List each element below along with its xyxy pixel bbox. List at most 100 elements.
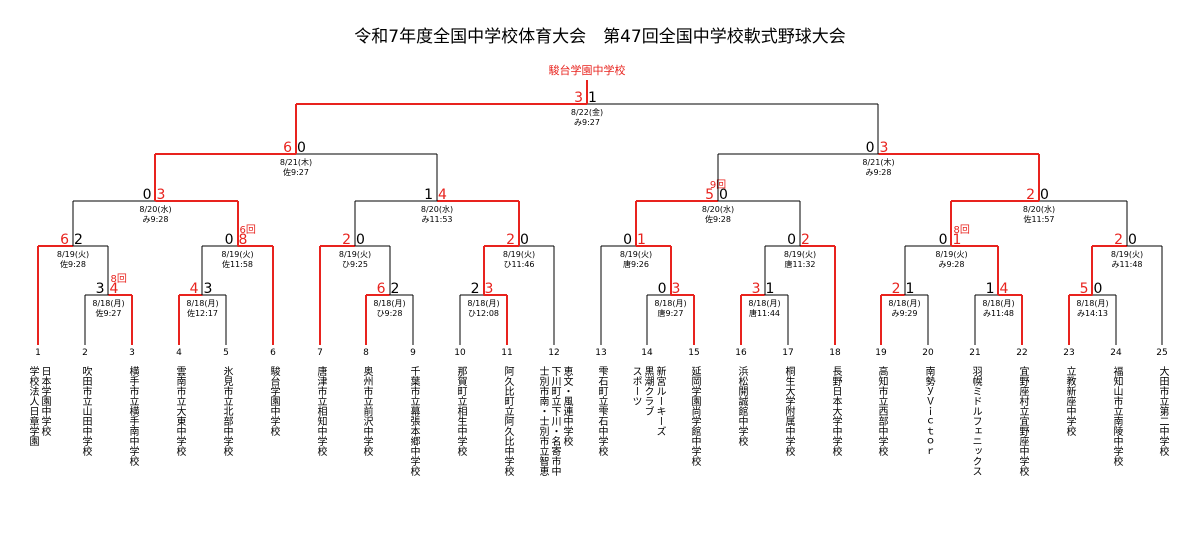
score-right: 8 (239, 232, 248, 248)
team-number: 25 (1156, 348, 1167, 358)
match-venue-time: 唐11:44 (749, 308, 780, 318)
score-right: 3 (485, 281, 494, 297)
score-right: 3 (204, 281, 213, 297)
match-date: 8/19(火) (221, 250, 253, 259)
team-number: 15 (688, 348, 699, 358)
match-date: 8/21(木) (280, 157, 312, 167)
match-venue-time: み11:48 (983, 309, 1014, 318)
match-venue-time: み9:27 (574, 118, 600, 127)
match-venue-time: ひ11:46 (503, 260, 534, 269)
match-venue-time: 佐9:27 (283, 167, 309, 177)
score-left: 0 (866, 140, 875, 156)
match-date: 8/18(月) (1076, 299, 1108, 308)
match-venue-time: 唐11:32 (784, 259, 815, 269)
score-left: 5 (705, 187, 714, 203)
score-left: 3 (752, 281, 761, 297)
team-number: 24 (1110, 348, 1122, 358)
score-left: 6 (377, 281, 386, 297)
score-right: 1 (953, 232, 962, 248)
extra-innings-note: 8回 (954, 224, 970, 236)
team-number: 7 (317, 348, 323, 358)
match-venue-time: 佐12:17 (187, 308, 218, 318)
team-name: 唐津市立相知中学校 (315, 366, 326, 456)
match-venue-time: 佐9:27 (96, 308, 122, 318)
team-name: 吹田市立山田中学校 (80, 366, 91, 456)
score-left: 0 (225, 232, 234, 248)
team-number: 16 (735, 348, 747, 358)
tournament-title: 令和7年度全国中学校体育大会 第47回全国中学校軟式野球大会 (354, 27, 846, 47)
match-date: 8/20(水) (702, 204, 734, 214)
team-name: 千葉市立幕張本郷中学校 (408, 366, 419, 476)
team-number: 12 (548, 348, 559, 358)
team-number: 21 (969, 348, 980, 358)
score-left: 0 (143, 187, 152, 203)
match-date: 8/19(火) (1111, 250, 1143, 259)
match-date: 8/20(水) (421, 204, 453, 214)
match-date: 8/18(月) (888, 299, 920, 308)
team-name: 宜野座村立宜野座中学校 (1017, 366, 1028, 476)
extra-innings-note: 8回 (111, 273, 127, 285)
score-left: 2 (892, 281, 901, 297)
score-right: 3 (672, 281, 681, 297)
team-number: 17 (782, 348, 793, 358)
score-right: 3 (157, 187, 166, 203)
team-name: 南勢ｙＶｉｃｔｏｒ (923, 366, 934, 456)
match-date: 8/19(火) (503, 250, 535, 259)
team-name: 長野日本大学中学校 (830, 366, 841, 456)
team-name: 横手市立横手南中学校 (127, 366, 138, 466)
team-number: 19 (875, 348, 887, 358)
team-name: 浜松開誠館中学校 (736, 366, 747, 446)
team-name: 羽幌ミドルフェニックス (970, 366, 981, 476)
team-name: 新宮ルーキーズ 黒潮クラブ スポーツ (630, 366, 665, 436)
score-right: 2 (391, 281, 400, 297)
team-name: 大田市立第二中学校 (1157, 366, 1168, 456)
score-right: 0 (1128, 232, 1137, 248)
extra-innings-note: 6回 (240, 224, 256, 236)
score-right: 4 (1000, 281, 1009, 297)
score-right: 4 (438, 187, 447, 203)
score-left: 2 (506, 232, 515, 248)
team-number: 9 (410, 348, 416, 358)
match-date: 8/19(火) (784, 250, 816, 259)
match-date: 8/18(月) (373, 299, 405, 308)
score-right: 0 (297, 140, 306, 156)
match-date: 8/18(月) (982, 299, 1014, 308)
score-right: 3 (880, 140, 889, 156)
match-date: 8/20(水) (139, 204, 171, 214)
score-left: 3 (96, 281, 105, 297)
match-date: 8/19(火) (339, 250, 371, 259)
match-venue-time: 佐11:57 (1023, 214, 1054, 224)
match-date: 8/18(月) (654, 299, 686, 308)
match-date: 8/22(金) (571, 107, 603, 117)
team-number: 2 (82, 348, 88, 358)
score-left: 2 (1114, 232, 1123, 248)
match-venue-time: 唐9:26 (623, 259, 649, 269)
score-left: 2 (471, 281, 480, 297)
match-date: 8/18(月) (467, 299, 499, 308)
match-date: 8/21(木) (862, 157, 894, 167)
match-venue-time: み9:28 (939, 260, 965, 269)
match-venue-time: 唐9:27 (658, 308, 684, 318)
team-number: 3 (129, 348, 135, 358)
match-venue-time: み11:48 (1111, 260, 1142, 269)
team-name: 延岡学園尚学館中学校 (689, 366, 700, 466)
score-left: 4 (190, 281, 199, 297)
match-date: 8/18(月) (186, 299, 218, 308)
match-venue-time: み9:29 (892, 309, 918, 318)
team-number: 1 (35, 348, 41, 358)
match-venue-time: み9:28 (143, 215, 169, 224)
match-venue-time: み11:53 (421, 215, 452, 224)
score-left: 1 (424, 187, 433, 203)
team-name: 雲南市立大東中学校 (174, 366, 185, 456)
team-name: 那賀町立相生中学校 (455, 366, 466, 456)
team-number: 8 (363, 348, 369, 358)
score-left: 2 (342, 232, 351, 248)
score-left: 0 (787, 232, 796, 248)
score-left: 3 (574, 90, 583, 106)
team-number: 18 (829, 348, 841, 358)
team-number: 23 (1063, 348, 1074, 358)
match-date: 8/19(火) (57, 250, 89, 259)
score-right: 1 (637, 232, 646, 248)
team-name: 奥州市立前沢中学校 (361, 366, 372, 456)
match-venue-time: ひ9:25 (342, 260, 368, 269)
